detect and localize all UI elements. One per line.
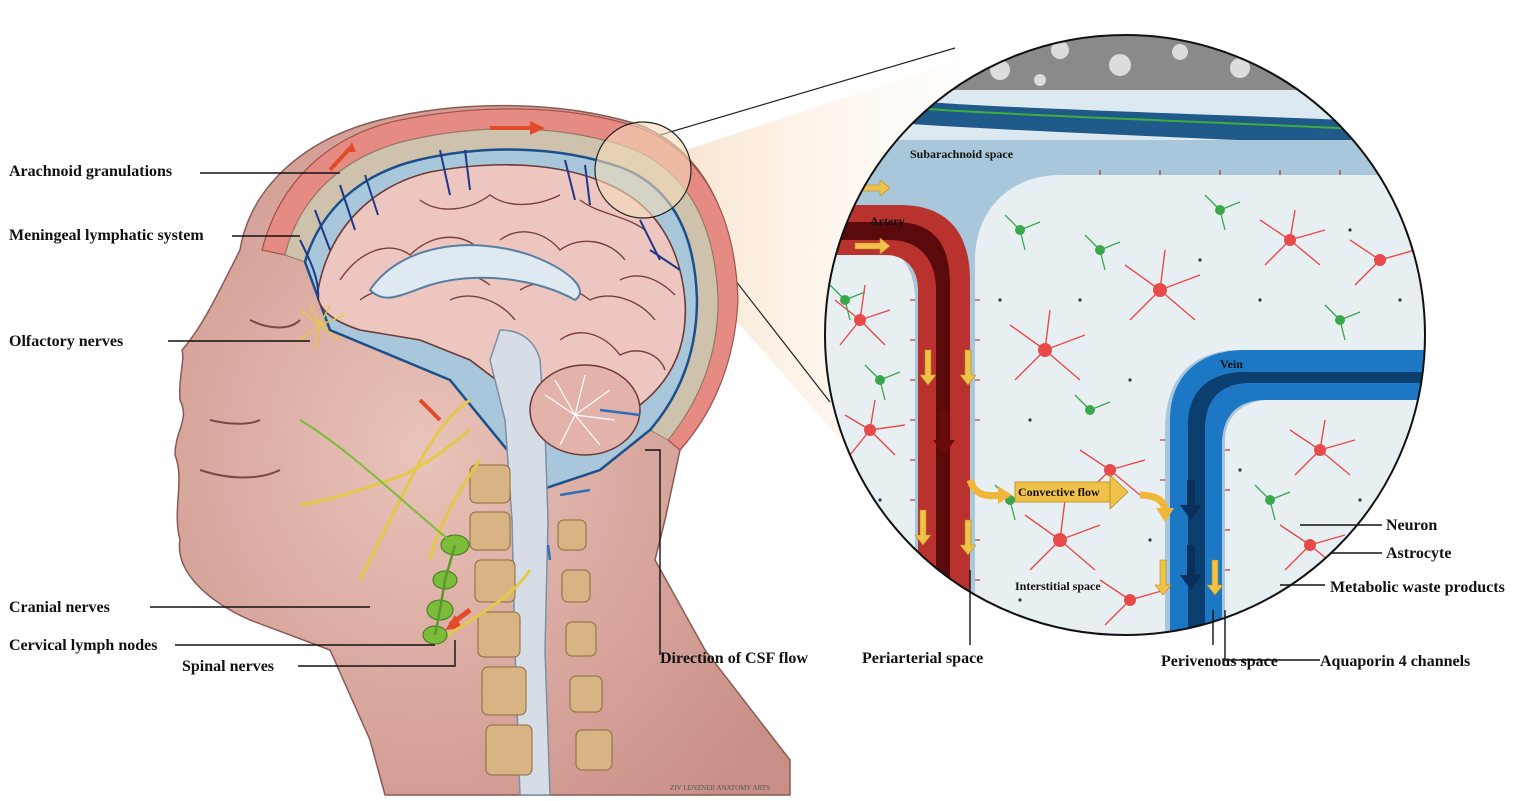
csf-flow-arrows [328,121,641,630]
label-perivenous-space: Perivenous space [1161,653,1278,670]
label-direction-csf-flow: Direction of CSF flow [660,650,808,667]
cervical-lymph-nodes [299,419,470,645]
leader-lines [150,172,1382,667]
label-cranial-nerves: Cranial nerves [9,599,110,616]
brain-tissue-center [975,175,1425,635]
label-metabolic-waste: Metabolic waste products [1330,579,1505,596]
meningeal-lymphatic-vessels [299,149,681,301]
artery [825,205,970,635]
corpus-callosum [368,244,581,302]
face-contour [199,319,301,479]
head-cross-section: ZIV LENZNER ANATOMY ARTS [174,104,791,796]
arbor-vitae [544,374,616,446]
blood-flow-arrows [933,410,1202,590]
annotation-labels: Arachnoid granulations Meningeal lymphat… [9,163,1505,675]
olfactory-nerve-fibers [299,304,346,351]
interstitial-space-label: Interstitial space [1015,579,1101,593]
perivascular-flow-arrows [854,179,1224,596]
label-neuron: Neuron [1386,517,1437,534]
label-periarterial-space: Periarterial space [862,650,983,667]
skull-bone-texture [825,35,1425,90]
aquaporin-channels [910,170,1401,581]
cerebellum [529,364,641,456]
vein-label: Vein [1220,357,1243,371]
label-meningeal-lymphatic-system: Meningeal lymphatic system [9,227,204,244]
label-aquaporin-channels: Aquaporin 4 channels [1320,653,1470,670]
convective-flow-label: Convective flow [1018,485,1100,499]
label-spinal-nerves: Spinal nerves [182,658,274,675]
cranial-nerve-branches [299,398,532,642]
artist-credit: ZIV LENZNER ANATOMY ARTS [670,784,770,792]
cervical-vertebrae [469,464,613,776]
artery-label: Artery [870,214,905,228]
magnifier-circle [594,121,692,219]
dura-mater [825,90,1425,150]
label-olfactory-nerves: Olfactory nerves [9,333,123,350]
label-arachnoid-granulations: Arachnoid granulations [9,163,172,180]
subarachnoid-space-label: Subarachnoid space [910,147,1014,161]
label-astrocyte: Astrocyte [1386,545,1451,562]
convective-flow-arrow [966,474,1174,522]
label-cervical-lymph-nodes: Cervical lymph nodes [9,637,157,654]
